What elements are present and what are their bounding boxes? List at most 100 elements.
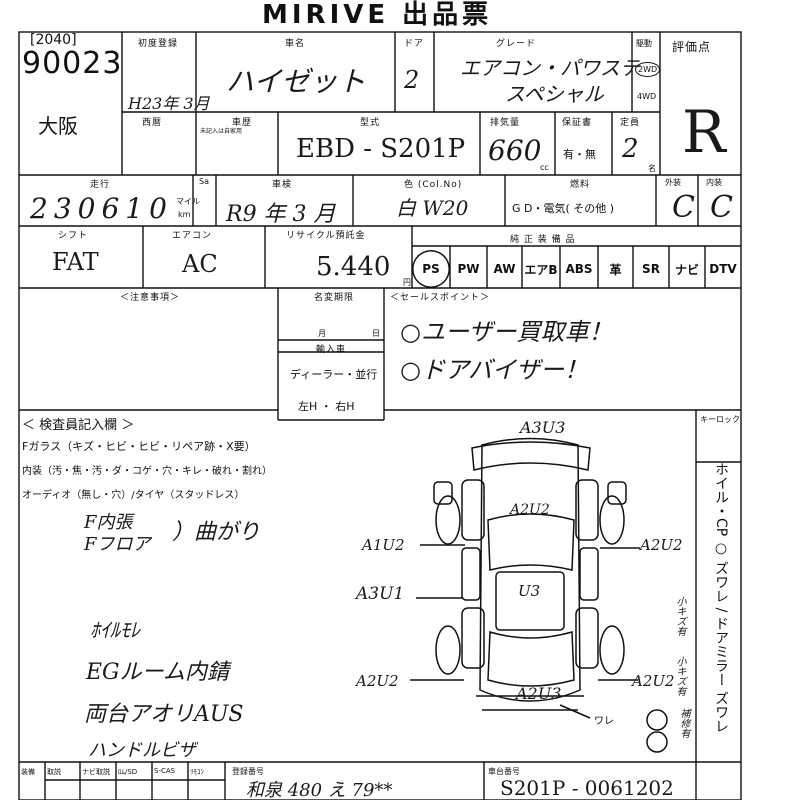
yen-unit: 円 [403, 278, 411, 287]
score-value: R [682, 98, 726, 166]
grade-label: グレード [496, 39, 537, 49]
inspector-note-2: Fフロア [84, 534, 151, 555]
aircon-value: AC [182, 250, 218, 278]
import-handle-option: 左H ・ 右H [298, 400, 355, 413]
equipment-item: 革 [609, 262, 622, 277]
interior-label: 内装 [706, 178, 722, 187]
equipment-item: SR [642, 262, 660, 276]
form-brand-title: MIRIVE 出品票 [262, 0, 493, 30]
displacement-label: 排気量 [490, 118, 521, 128]
door-label: ドア [404, 39, 425, 49]
diagram-mark-right-front: A2U2 [640, 536, 683, 554]
grade-value-line2: スペシャル [505, 82, 604, 106]
import-label: 輸入車 [316, 345, 347, 355]
notes-label: ＜注意事項＞ [120, 293, 181, 303]
interior-value: C [710, 190, 733, 225]
color-value: 白 W20 [396, 196, 469, 220]
footer-col-label: 取説 [47, 768, 61, 776]
diagram-mark-top: A3U3 [520, 418, 566, 437]
diagram-mark-left-front: A1U2 [362, 536, 405, 554]
shaken-value: R9 年 3 月 [226, 202, 336, 227]
reg-no-label: 登録番号 [232, 767, 264, 776]
aircon-label: エアコン [172, 231, 213, 241]
warranty-value: 有・無 [563, 148, 596, 161]
equipment-item: PS [412, 250, 450, 288]
diagram-mark-rear: A2U3 [516, 684, 562, 703]
inspector-note-7: ハンドルビザ [88, 740, 196, 761]
lot-number: 90023 [22, 46, 123, 81]
import-dealer-option: ディーラー・並行 [290, 368, 378, 381]
drive-label: 駆動 [636, 39, 652, 48]
color-label: 色 (Col.No) [404, 180, 463, 190]
mileage-value: 230610 [30, 192, 173, 225]
unit-sa: Sa [199, 177, 209, 186]
recycle-value: 5.440 [316, 252, 391, 282]
door-value: 2 [404, 66, 420, 94]
exterior-value: C [672, 190, 695, 225]
person-unit: 名 [648, 164, 656, 173]
km-unit: km [178, 210, 191, 219]
capacity-value: 2 [622, 134, 639, 164]
exterior-label: 外装 [665, 178, 681, 187]
equipment-item: PW [457, 262, 480, 276]
shaken-label: 車検 [272, 180, 293, 190]
car-name-value: ハイゼット [226, 65, 366, 98]
equipment-item: DTV [709, 262, 737, 276]
class-note: 未記入は自家用 [200, 128, 243, 135]
side-note-1: 小キズ有 [674, 596, 685, 636]
capacity-label: 定員 [620, 118, 641, 128]
equipment-item: エアB [524, 262, 558, 277]
equipment-item: ABS [565, 262, 593, 276]
venue-label: 大阪 [38, 114, 78, 138]
side-note-3: 補修有 [678, 708, 689, 738]
inspector-note-4: ﾎｲﾙﾓﾚ [90, 618, 140, 642]
footer-col-label: ﾘﾓｺﾝ [190, 768, 204, 776]
inspector-note-5: EGルーム内錆 [86, 660, 229, 685]
fuel-label: 燃料 [570, 180, 591, 190]
first-reg-label: 初度登録 [138, 39, 179, 49]
inspector-fglass: Fガラス（キズ・ヒビ・ヒビ・リペア跡・X要） [22, 440, 256, 453]
grade-value-line1: エアコン・パワステ [460, 56, 640, 80]
cc-unit: cc [540, 163, 549, 172]
shift-label: シフト [58, 231, 89, 241]
score-label: 評価点 [672, 40, 712, 54]
diagram-mark-front-roof: A2U2 [510, 502, 550, 518]
mile-unit: マイル [176, 197, 200, 206]
footer-col-label: 装備 [21, 768, 35, 776]
shift-value: FAT [52, 248, 99, 276]
car-name-label: 車名 [285, 39, 306, 49]
diagram-mark-left-rear: A2U2 [356, 672, 399, 690]
name-change-label: 名変期限 [314, 293, 355, 303]
chassis-no-value: S201P - 0061202 [500, 776, 674, 800]
fuel-options: G D・電気( その他 ) [512, 202, 615, 215]
drive-option-2wd: 2WD [635, 62, 661, 77]
class-label: 車歴 [232, 118, 253, 128]
model-type-value: EBD - S201P [296, 134, 466, 164]
side-note-2: 小キズ有 [674, 656, 685, 696]
recycle-label: リサイクル預託金 [286, 231, 366, 241]
diagram-mark-center: U3 [518, 582, 541, 600]
footer-col-label: S-CAS [154, 767, 176, 775]
inspector-note-3: ）曲がり [172, 520, 261, 545]
lot-code: [2040] [30, 32, 77, 48]
sales-point-label: ＜セールスポイント＞ [390, 293, 491, 303]
diagram-mark-right-rear: A2U2 [632, 672, 675, 690]
drive-option-4wd: 4WD [637, 92, 657, 101]
warranty-label: 保証書 [562, 118, 593, 128]
equipment-item: ナビ [674, 262, 699, 277]
equipment-label: 純 正 装 備 品 [510, 235, 576, 245]
keylock-label: キーロック [700, 415, 740, 424]
reg-no-value: 和泉 480 え 79** [246, 780, 393, 801]
sales-point-2: ○ドアバイザー！ [400, 356, 588, 384]
sales-point-1: ○ユーザー買取車！ [400, 318, 613, 346]
inspector-audio: オーディオ（無し・穴）/タイヤ（スタッドレス） [22, 490, 245, 501]
diagram-mark-rear-note: ワレ [594, 716, 614, 727]
first-reg-value: H23年 3月 [128, 94, 210, 113]
footer-col-label: ﾛﾑ/SD [118, 768, 138, 776]
chassis-no-label: 車台番号 [488, 767, 520, 776]
displacement-value: 660 [488, 134, 542, 167]
inspector-note-6: 両台アオリAUS [84, 702, 244, 727]
name-change-day: 日 [372, 329, 380, 338]
